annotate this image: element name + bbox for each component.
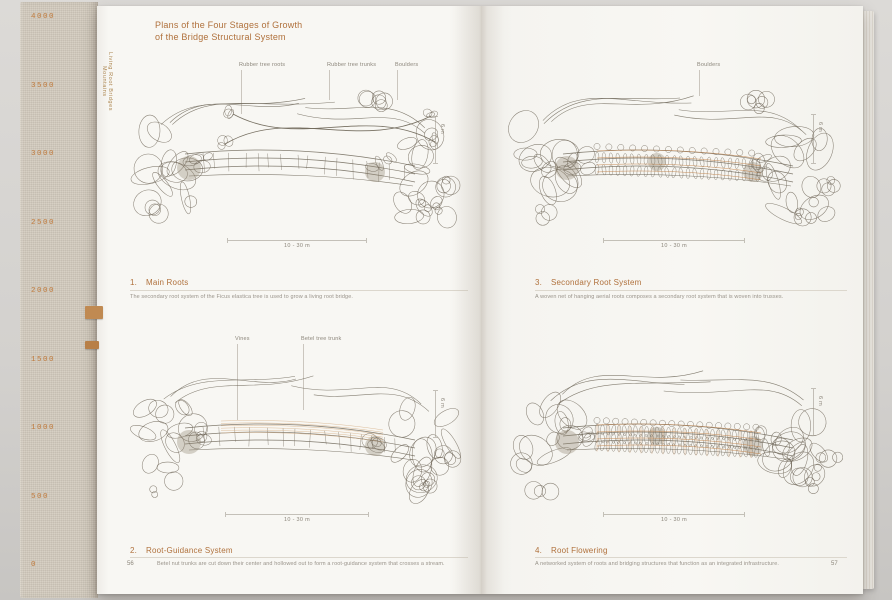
leader-line	[237, 344, 238, 420]
section-title: Secondary Root System	[551, 278, 642, 287]
section-number: 1.	[130, 278, 138, 287]
figure-2-label: Betel tree trunk	[301, 336, 342, 342]
section-number: 2.	[130, 546, 138, 555]
scale-mark: 500	[31, 492, 50, 501]
section-title: Root Flowering	[551, 546, 608, 555]
title-line-1: Plans of the Four Stages of Growth	[155, 20, 303, 30]
leader-line	[241, 70, 242, 114]
dimension-label: 6 m	[817, 396, 823, 407]
dimension-label: 6 m	[817, 122, 823, 133]
section-3-caption: A woven net of hanging aerial roots comp…	[535, 294, 784, 300]
bookmark-tab	[85, 341, 99, 349]
section-1-heading: 1. Main Roots	[130, 278, 188, 287]
dimension-line-vertical	[433, 116, 438, 164]
dimension-label: 10 - 30 m	[661, 243, 687, 249]
section-number: 3.	[535, 278, 543, 287]
dimension-label: 10 - 30 m	[284, 517, 310, 523]
page-right: Boulders 10 - 30 m 6 m 3. Secondary Root …	[481, 6, 863, 594]
page-number-left: 56	[127, 561, 134, 567]
section-rule	[535, 557, 847, 558]
section-rule	[535, 290, 847, 291]
dimension-line-vertical	[811, 114, 816, 164]
dimension-label: 10 - 30 m	[284, 243, 310, 249]
leader-line	[397, 70, 398, 100]
figure-3: Boulders 10 - 30 m 6 m	[507, 60, 847, 270]
scale-mark: 0	[31, 561, 38, 569]
figure-2: Vines Betel tree trunk 10 - 30 m 6 m	[129, 336, 469, 536]
figure-4-drawing	[510, 370, 843, 501]
leader-line	[303, 344, 304, 410]
margin-vertical-text: Living Root Bridges Mountains	[101, 52, 113, 111]
figure-3-label: Boulders	[697, 62, 721, 68]
section-2-caption: Betel nut trunks are cut down their cent…	[157, 561, 445, 567]
scale-mark: 3000	[31, 150, 56, 158]
leader-line	[699, 70, 700, 96]
dimension-line-vertical	[433, 390, 438, 438]
dimension-line-horizontal	[225, 512, 369, 517]
dimension-line-vertical	[811, 388, 816, 436]
scale-mark: 2000	[31, 287, 56, 295]
scale-mark: 1500	[31, 355, 56, 364]
page-number-right: 57	[831, 561, 838, 567]
section-4-heading: 4. Root Flowering	[535, 546, 608, 555]
scale-mark: 3500	[31, 81, 56, 90]
title-line-2: of the Bridge Structural System	[155, 31, 286, 42]
margin-text-secondary: Mountains	[101, 66, 107, 97]
dimension-line-horizontal	[603, 512, 745, 517]
section-rule	[130, 557, 468, 558]
section-1-caption: The secondary root system of the Ficus e…	[130, 294, 353, 300]
section-3-heading: 3. Secondary Root System	[535, 278, 641, 287]
dimension-label: 10 - 30 m	[661, 517, 687, 523]
scale-mark: 4000	[31, 13, 56, 21]
dimension-line-horizontal	[227, 238, 367, 243]
leader-line	[329, 70, 330, 100]
dimension-label: 6 m	[439, 398, 445, 409]
scale-mark: 2500	[31, 218, 56, 227]
dimension-label: 6 m	[439, 124, 445, 135]
figure-4: 10 - 30 m 6 m	[507, 336, 847, 536]
section-4-caption: A networked system of roots and bridging…	[535, 561, 779, 567]
page-left: Living Root Bridges Mountains Plans of t…	[97, 6, 481, 594]
section-2-heading: 2. Root-Guidance System	[130, 546, 233, 555]
figure-1-label: Rubber tree trunks	[327, 62, 377, 68]
section-title: Main Roots	[146, 278, 189, 287]
figure-1-drawing	[130, 89, 461, 229]
page-stack-edge	[861, 11, 874, 589]
figure-1-label: Boulders	[395, 62, 419, 68]
bookmark-tab	[85, 306, 103, 319]
section-rule	[130, 290, 468, 291]
figure-1-label: Rubber tree roots	[239, 62, 286, 68]
figure-2-label: Vines	[235, 336, 250, 342]
figure-2-drawing	[130, 375, 462, 504]
section-title: Root-Guidance System	[146, 546, 233, 555]
elevation-scale: 4000 3500 3000 2500 2000 1500 1000 500 0	[31, 13, 55, 569]
fabric-cover: 4000 3500 3000 2500 2000 1500 1000 500 0	[20, 2, 98, 598]
open-book-pages: Living Root Bridges Mountains Plans of t…	[97, 6, 863, 594]
margin-text-primary: Living Root Bridges	[107, 52, 113, 112]
section-number: 4.	[535, 546, 543, 555]
figure-1: Rubber tree roots Rubber tree trunks Bou…	[129, 60, 469, 270]
dimension-line-horizontal	[603, 238, 745, 243]
figure-3-drawing	[508, 90, 841, 227]
scale-mark: 1000	[31, 424, 56, 432]
page-title: Plans of the Four Stages of Growth of th…	[155, 20, 302, 43]
